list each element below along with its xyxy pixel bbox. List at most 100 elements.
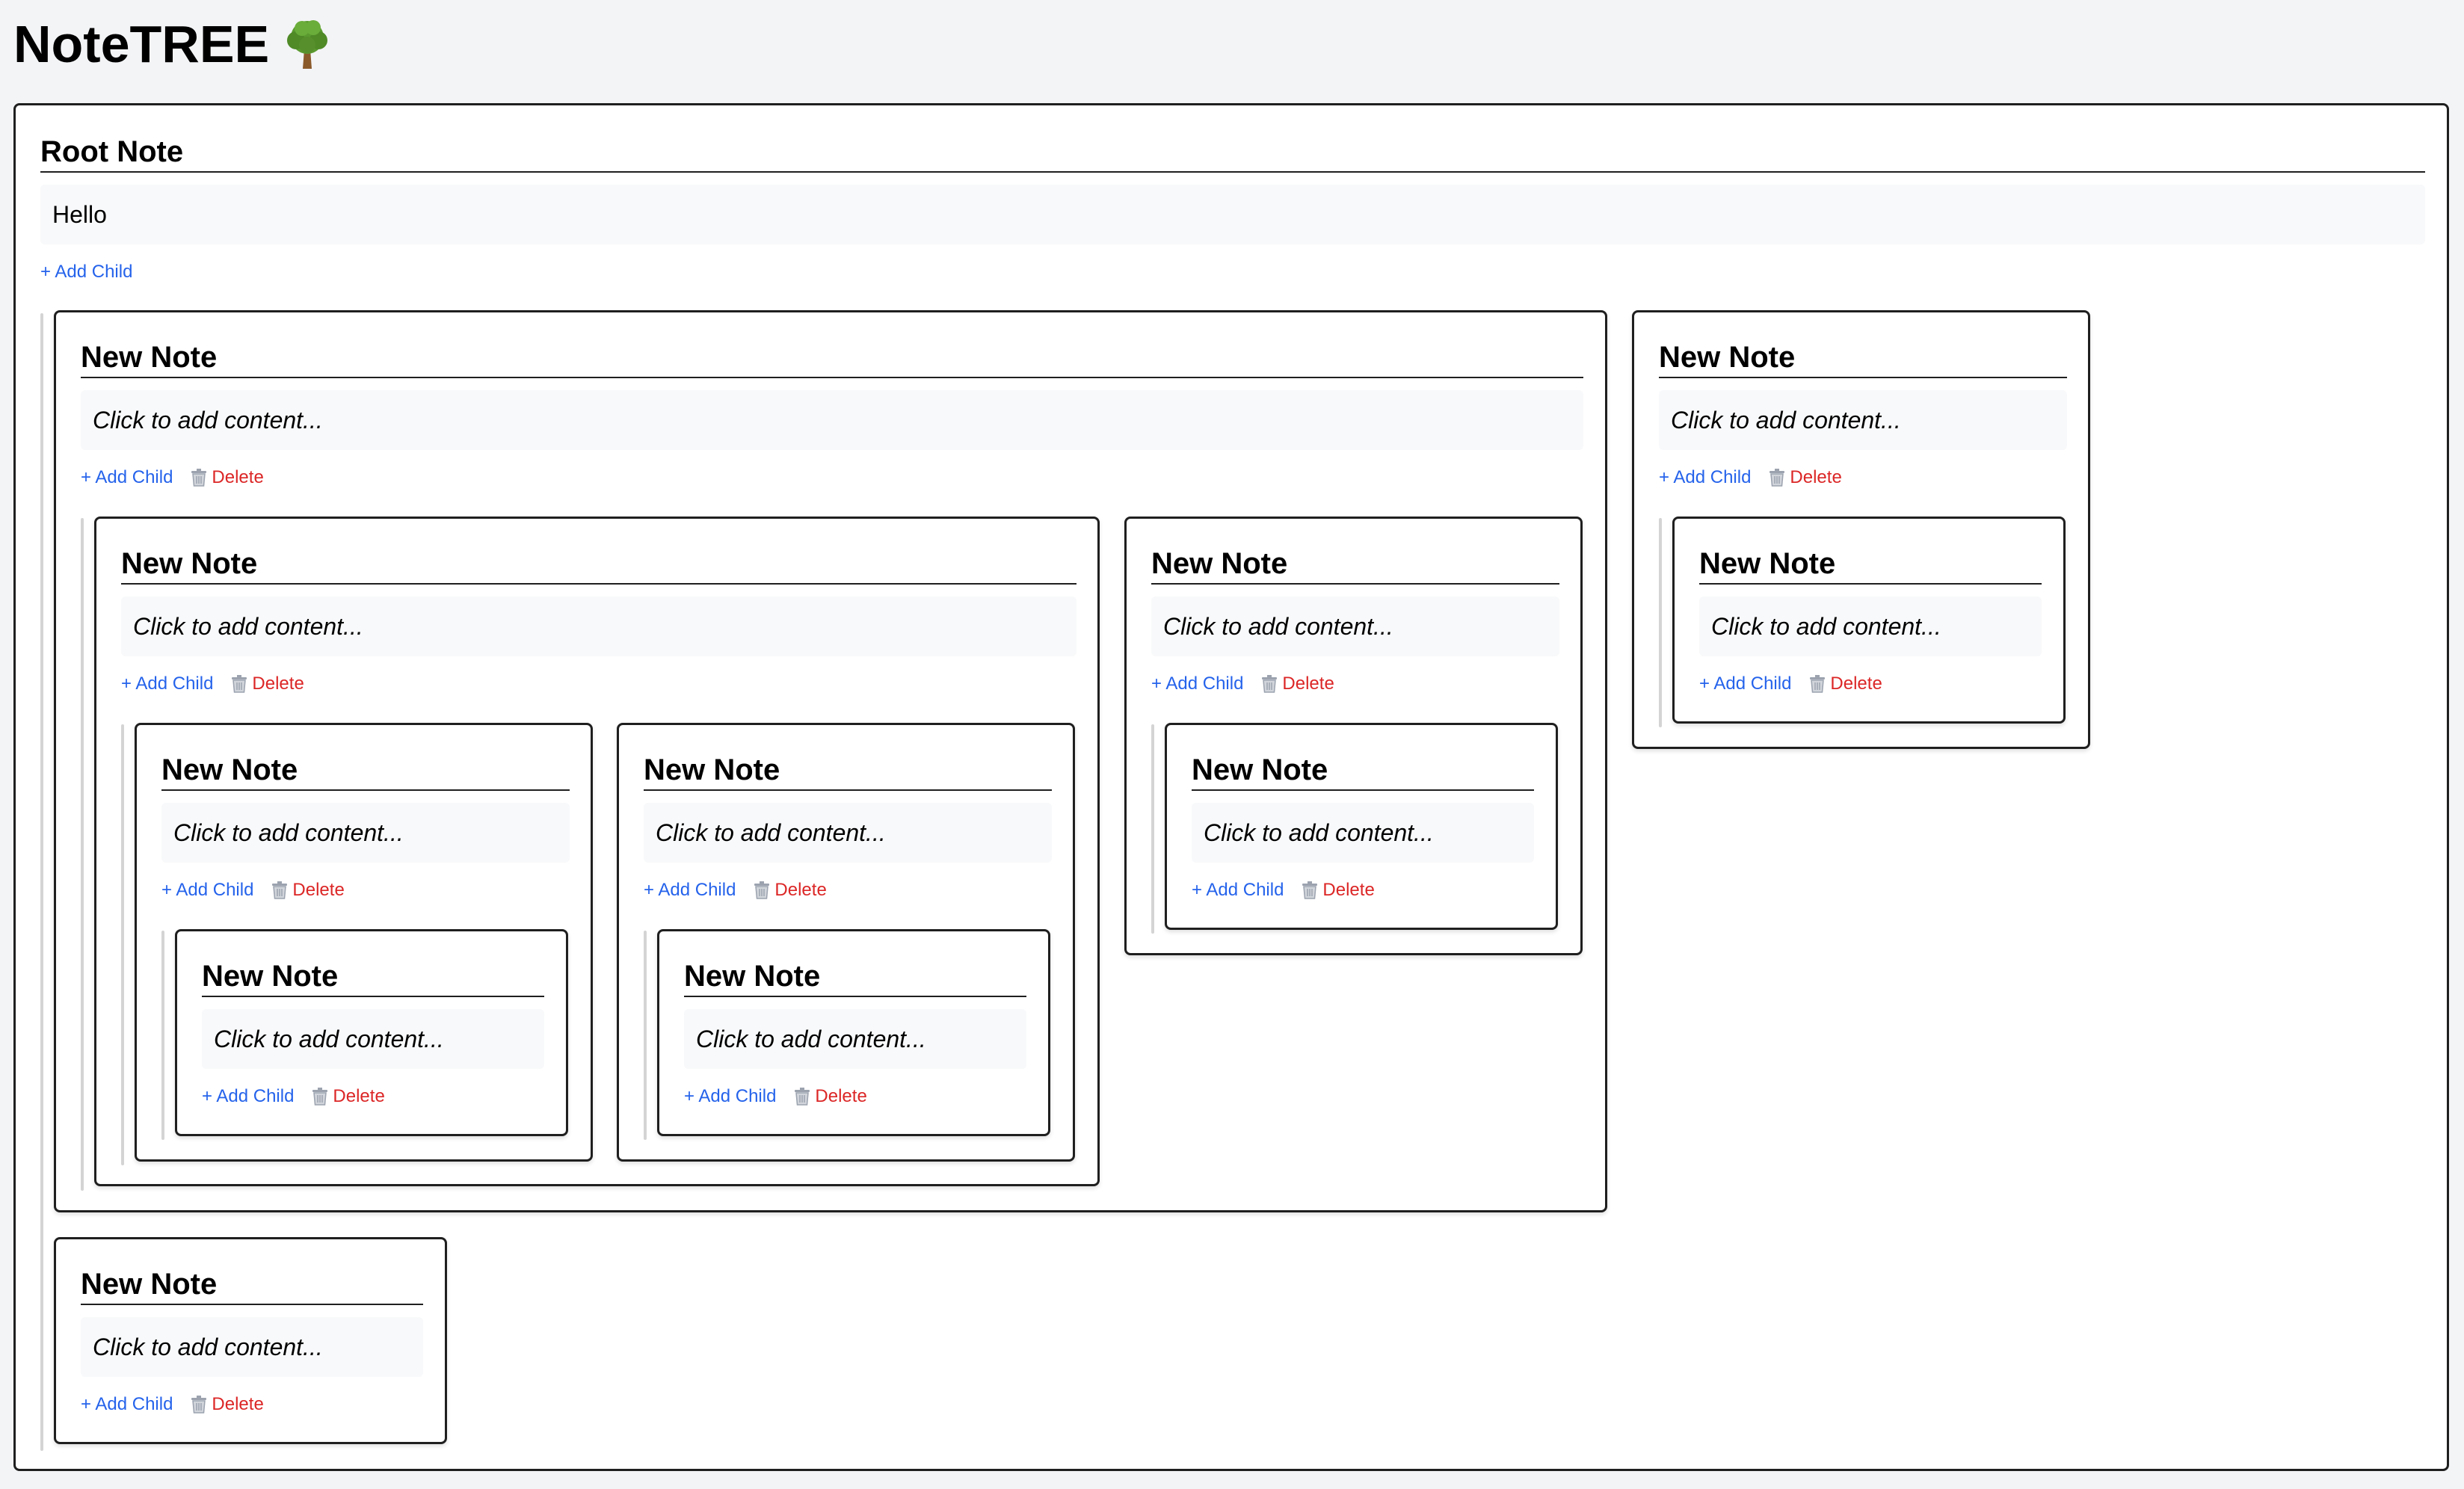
note-card: New Note Click to add content... + Add C…: [1672, 517, 2066, 724]
delete-label: Delete: [1830, 673, 1882, 694]
title-divider: [1699, 583, 2042, 585]
note-content[interactable]: Click to add content...: [81, 390, 1583, 450]
trash-icon: [312, 1088, 328, 1106]
delete-button[interactable]: Delete: [191, 467, 264, 488]
add-child-button[interactable]: + Add Child: [121, 673, 214, 694]
delete-label: Delete: [212, 467, 264, 487]
children-guide-line: [644, 931, 647, 1140]
trash-icon: [191, 1396, 207, 1414]
note-content[interactable]: Click to add content...: [202, 1009, 544, 1069]
delete-button[interactable]: Delete: [1261, 673, 1334, 694]
children-guide-line: [1659, 518, 1662, 727]
note-title[interactable]: New Note: [1192, 753, 1328, 786]
note-content[interactable]: Click to add content...: [1699, 596, 2042, 656]
app-title-text: NoteTREE: [13, 15, 270, 73]
delete-button[interactable]: Delete: [1769, 467, 1842, 488]
trash-icon: [1262, 675, 1278, 693]
children-guide-line: [161, 931, 164, 1140]
note-actions: + Add Child: [40, 262, 132, 283]
trash-icon: [754, 881, 770, 899]
title-divider: [644, 789, 1052, 791]
delete-label: Delete: [212, 1394, 264, 1414]
note-actions: + Add Child Delete: [121, 673, 304, 694]
note-actions: + Add Child Delete: [644, 880, 827, 901]
delete-label: Delete: [1790, 467, 1842, 487]
note-title[interactable]: New Note: [202, 960, 339, 993]
note-content[interactable]: Click to add content...: [81, 1317, 423, 1377]
title-divider: [1659, 377, 2067, 378]
note-content[interactable]: Click to add content...: [684, 1009, 1026, 1069]
trash-icon: [1302, 881, 1318, 899]
trash-icon: [1770, 469, 1785, 487]
app-title: NoteTREE: [13, 16, 335, 72]
delete-label: Delete: [333, 1086, 385, 1106]
add-child-button[interactable]: + Add Child: [1192, 880, 1284, 900]
add-child-button[interactable]: + Add Child: [644, 880, 736, 900]
title-divider: [81, 1304, 423, 1305]
note-actions: + Add Child Delete: [1151, 673, 1334, 694]
add-child-button[interactable]: + Add Child: [684, 1086, 777, 1106]
delete-label: Delete: [292, 880, 345, 900]
trash-icon: [795, 1088, 810, 1106]
title-divider: [161, 789, 570, 791]
delete-button[interactable]: Delete: [191, 1394, 264, 1415]
note-actions: + Add Child Delete: [1192, 880, 1375, 901]
note-content[interactable]: Click to add content...: [161, 803, 570, 863]
note-title[interactable]: New Note: [1151, 547, 1288, 580]
delete-button[interactable]: Delete: [1302, 880, 1375, 901]
note-content[interactable]: Click to add content...: [1151, 596, 1559, 656]
title-divider: [1192, 789, 1534, 791]
delete-label: Delete: [815, 1086, 867, 1106]
title-divider: [121, 583, 1077, 585]
note-title[interactable]: New Note: [1699, 547, 1836, 580]
note-actions: + Add Child Delete: [161, 880, 345, 901]
trash-icon: [272, 881, 288, 899]
children-guide-line: [1151, 724, 1154, 934]
note-card: New Note Click to add content... + Add C…: [54, 1237, 447, 1444]
delete-button[interactable]: Delete: [1809, 673, 1882, 694]
add-child-button[interactable]: + Add Child: [40, 262, 133, 282]
add-child-button[interactable]: + Add Child: [161, 880, 254, 900]
delete-button[interactable]: Delete: [794, 1086, 867, 1107]
title-divider: [1151, 583, 1559, 585]
delete-button[interactable]: Delete: [312, 1086, 385, 1107]
note-content[interactable]: Click to add content...: [1659, 390, 2067, 450]
add-child-button[interactable]: + Add Child: [1659, 467, 1752, 487]
children-guide-line: [81, 518, 84, 1191]
note-title[interactable]: New Note: [81, 341, 218, 374]
note-title[interactable]: New Note: [121, 547, 258, 580]
note-actions: + Add Child Delete: [684, 1086, 867, 1107]
note-title[interactable]: New Note: [81, 1268, 218, 1301]
note-title[interactable]: Root Note: [40, 135, 184, 168]
add-child-button[interactable]: + Add Child: [81, 1394, 173, 1414]
title-divider: [40, 171, 2425, 173]
add-child-button[interactable]: + Add Child: [1151, 673, 1244, 694]
note-card: New Note Click to add content... + Add C…: [1165, 723, 1558, 930]
title-divider: [81, 377, 1583, 378]
note-card: New Note Click to add content... + Add C…: [175, 929, 568, 1136]
note-title[interactable]: New Note: [1659, 341, 1796, 374]
note-content[interactable]: Click to add content...: [1192, 803, 1534, 863]
children-guide-line: [40, 313, 43, 1451]
add-child-button[interactable]: + Add Child: [202, 1086, 295, 1106]
children-guide-line: [121, 724, 124, 1165]
note-title[interactable]: New Note: [161, 753, 298, 786]
note-content[interactable]: Click to add content...: [121, 596, 1077, 656]
title-divider: [684, 996, 1026, 997]
note-title[interactable]: New Note: [644, 753, 780, 786]
delete-label: Delete: [1282, 673, 1334, 694]
note-actions: + Add Child Delete: [81, 1394, 264, 1415]
note-actions: + Add Child Delete: [1659, 467, 1842, 488]
delete-label: Delete: [774, 880, 827, 900]
add-child-button[interactable]: + Add Child: [81, 467, 173, 487]
tree-icon: [287, 20, 328, 69]
note-content[interactable]: Hello: [40, 185, 2425, 244]
note-actions: + Add Child Delete: [1699, 673, 1882, 694]
delete-button[interactable]: Delete: [231, 673, 304, 694]
delete-button[interactable]: Delete: [754, 880, 827, 901]
add-child-button[interactable]: + Add Child: [1699, 673, 1792, 694]
note-content[interactable]: Click to add content...: [644, 803, 1052, 863]
delete-button[interactable]: Delete: [271, 880, 345, 901]
note-title[interactable]: New Note: [684, 960, 821, 993]
note-actions: + Add Child Delete: [202, 1086, 385, 1107]
